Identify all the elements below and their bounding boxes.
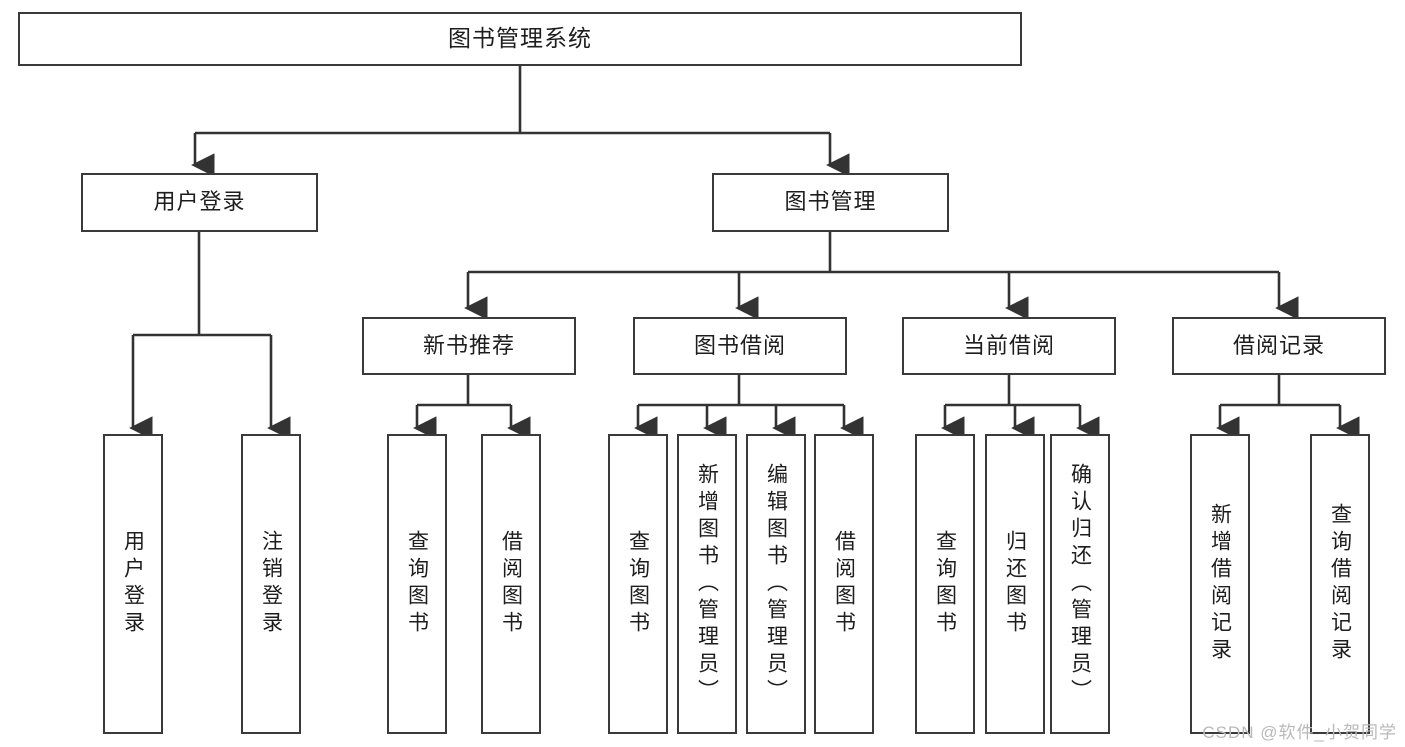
leaf-query-book-current[interactable]: 查询图书 — [915, 434, 975, 734]
node-label: 查询借阅记录 — [1328, 503, 1352, 665]
node-label: 当前借阅 — [962, 332, 1055, 358]
node-label: 借阅图书 — [499, 530, 523, 638]
node-label: 新书推荐 — [422, 332, 515, 358]
leaf-return-book[interactable]: 归还图书 — [985, 434, 1045, 734]
node-label: 编辑图书（管理员） — [764, 462, 788, 706]
leaf-query-book-recommend[interactable]: 查询图书 — [387, 434, 447, 734]
leaf-add-book-admin[interactable]: 新增图书（管理员） — [677, 434, 737, 734]
node-label: 新增借阅记录 — [1208, 503, 1232, 665]
leaf-borrow-book-borrow[interactable]: 借阅图书 — [814, 434, 874, 734]
node-borrow-record[interactable]: 借阅记录 — [1172, 317, 1386, 375]
leaf-borrow-book-recommend[interactable]: 借阅图书 — [481, 434, 541, 734]
leaf-edit-book-admin[interactable]: 编辑图书（管理员） — [746, 434, 806, 734]
node-current-borrow[interactable]: 当前借阅 — [902, 317, 1116, 375]
node-label: 图书借阅 — [693, 332, 786, 358]
node-label: 用户登录 — [153, 189, 246, 215]
leaf-add-borrow-record[interactable]: 新增借阅记录 — [1190, 434, 1250, 734]
leaf-logout-login[interactable]: 注销登录 — [241, 434, 301, 734]
leaf-query-borrow-record[interactable]: 查询借阅记录 — [1310, 434, 1370, 734]
node-new-book-recommend[interactable]: 新书推荐 — [362, 317, 576, 375]
node-label: 用户登录 — [121, 530, 145, 638]
node-label: 借阅记录 — [1232, 332, 1325, 358]
node-label: 图书管理系统 — [448, 25, 592, 52]
node-label: 查询图书 — [933, 530, 957, 638]
leaf-query-book-borrow[interactable]: 查询图书 — [608, 434, 668, 734]
leaf-confirm-return-admin[interactable]: 确认归还（管理员） — [1050, 434, 1110, 734]
node-label: 确认归还（管理员） — [1068, 462, 1092, 706]
node-label: 查询图书 — [405, 530, 429, 638]
node-label: 新增图书（管理员） — [695, 462, 719, 706]
node-book-borrow[interactable]: 图书借阅 — [633, 317, 847, 375]
node-label: 注销登录 — [259, 530, 283, 638]
csdn-watermark: CSDN @软件_小贺同学 — [1202, 723, 1397, 742]
node-label: 归还图书 — [1003, 530, 1027, 638]
node-user-login[interactable]: 用户登录 — [81, 173, 318, 232]
node-label: 借阅图书 — [832, 530, 856, 638]
node-root-book-management-system[interactable]: 图书管理系统 — [18, 12, 1022, 66]
node-book-management[interactable]: 图书管理 — [712, 173, 949, 232]
node-label: 图书管理 — [784, 189, 877, 215]
node-label: 查询图书 — [626, 530, 650, 638]
leaf-user-login[interactable]: 用户登录 — [103, 434, 163, 734]
